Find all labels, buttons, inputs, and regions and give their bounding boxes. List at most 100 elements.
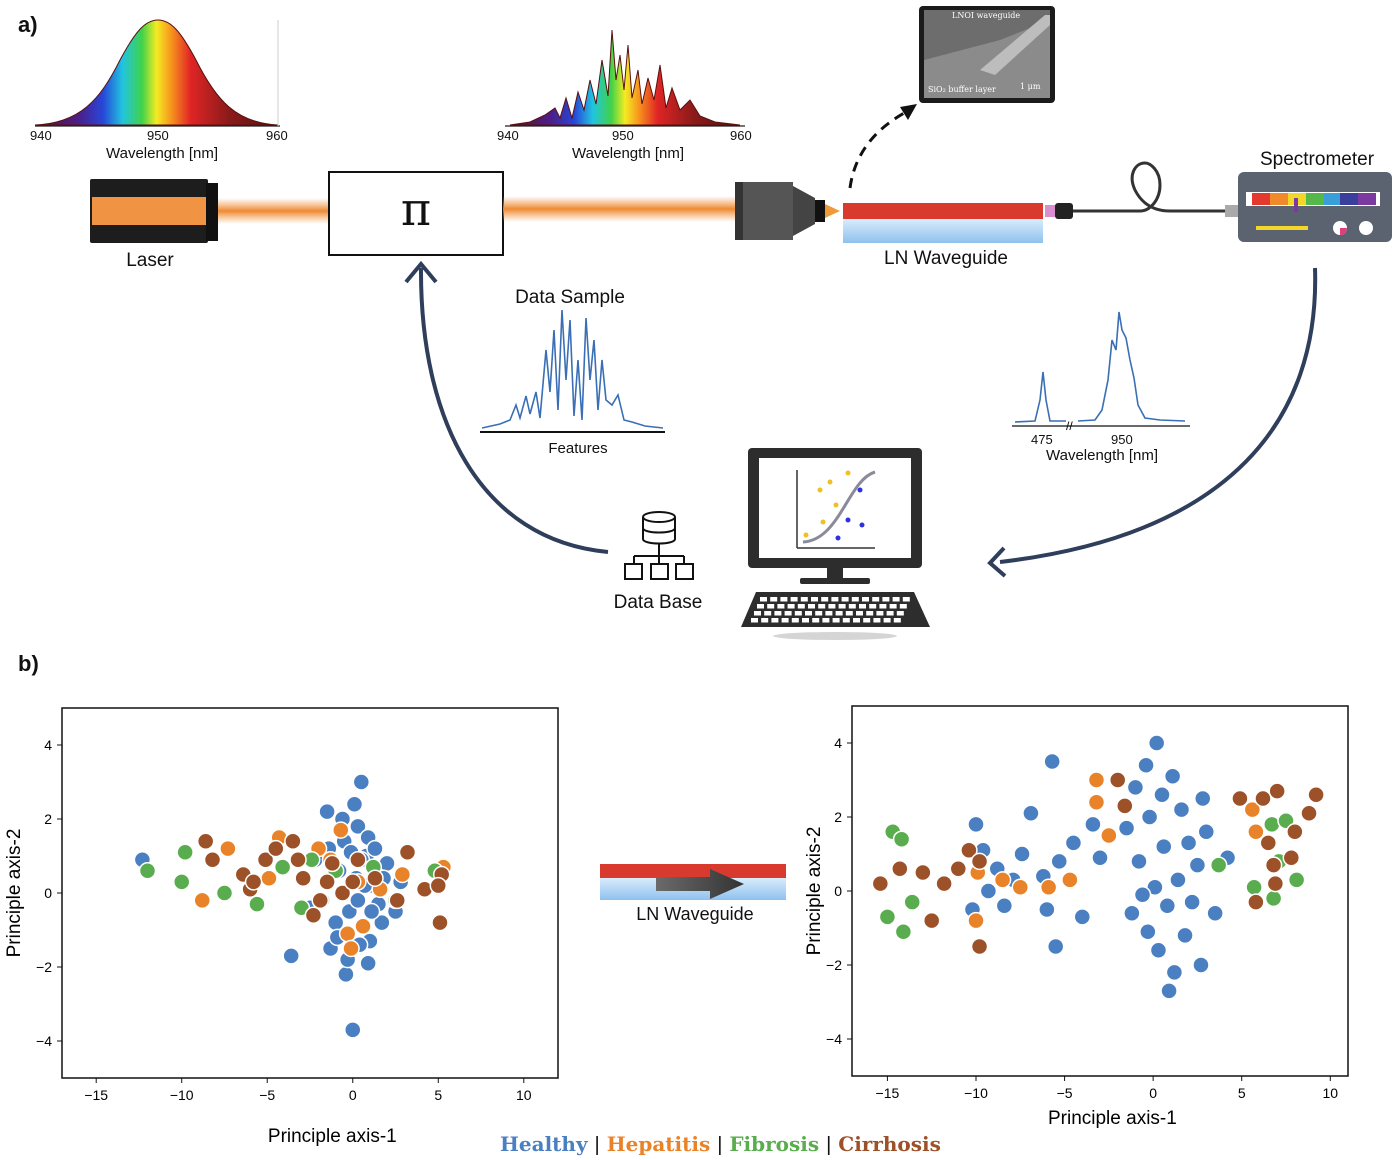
keyboard-key (781, 618, 789, 623)
keyboard-key (815, 611, 823, 616)
keyboard-key (841, 597, 849, 602)
point-healthy (1064, 834, 1083, 852)
point-cirrhosis (429, 876, 448, 895)
y-tick-label: −2 (826, 957, 842, 973)
keyboard-keys (751, 597, 910, 623)
keyboard-key (892, 597, 900, 602)
point-healthy (1147, 734, 1166, 752)
keyboard-key (767, 604, 775, 609)
point-healthy (1043, 752, 1061, 771)
point-fibrosis (892, 830, 911, 848)
shaped-xlabel: Wavelength [nm] (572, 145, 684, 162)
point-cirrhosis (970, 852, 989, 871)
point-fibrosis (172, 873, 191, 891)
arrow-database-to-pi (418, 267, 609, 554)
point-healthy (1183, 893, 1201, 911)
point-healthy (318, 802, 336, 821)
y-tick-label: 2 (834, 809, 842, 825)
input-xlabel: Wavelength [nm] (106, 145, 218, 162)
point-hepatitis (260, 869, 278, 887)
input-xtick-2: 960 (266, 128, 288, 143)
point-cirrhosis (431, 913, 449, 932)
output-spectrum-curve: // (1012, 311, 1190, 433)
shaped-xtick-0: 940 (497, 128, 519, 143)
points-group (133, 773, 453, 1039)
point-hepatitis (219, 839, 237, 858)
point-cirrhosis (289, 850, 307, 869)
point-healthy (1153, 786, 1171, 804)
point-healthy (1188, 856, 1207, 874)
point-healthy (1163, 767, 1182, 786)
output-xlabel: Wavelength [nm] (1046, 447, 1158, 464)
database-icon (624, 511, 694, 580)
svg-text://: // (1066, 419, 1073, 433)
keyboard-key (851, 597, 859, 602)
point-cirrhosis (304, 906, 323, 924)
point-healthy (1169, 871, 1187, 889)
point-fibrosis (176, 843, 194, 862)
point-fibrosis (1287, 871, 1306, 889)
point-cirrhosis (1108, 771, 1127, 789)
point-healthy (1160, 982, 1178, 1000)
point-fibrosis (1263, 815, 1281, 834)
shaped-xtick-1: 950 (612, 128, 634, 143)
point-cirrhosis (196, 832, 215, 850)
pi-symbol: π (400, 182, 432, 236)
laser-beam-1 (218, 198, 330, 224)
point-healthy (282, 947, 300, 965)
keyboard-key (831, 597, 839, 602)
point-cirrhosis (344, 873, 362, 891)
point-hepatitis (338, 924, 357, 943)
keyboard-key (818, 604, 826, 609)
point-fibrosis (1245, 878, 1263, 897)
keyboard-key (872, 597, 880, 602)
panel-b-label: b) (18, 651, 39, 676)
laser-device (90, 179, 218, 243)
point-healthy (1046, 937, 1065, 956)
ln-waveguide-chip (843, 203, 1043, 243)
middle-waveguide (600, 864, 786, 900)
point-cirrhosis (1268, 782, 1286, 800)
arrow-spectrometer-to-computer (999, 267, 1318, 564)
point-hepatitis (1061, 871, 1079, 889)
keyboard-key (842, 618, 850, 623)
point-healthy (345, 795, 364, 813)
point-cirrhosis (970, 937, 989, 956)
shaped-xtick-2: 960 (730, 128, 752, 143)
plot-frame (61, 707, 559, 1079)
point-cirrhosis (388, 891, 406, 910)
point-cirrhosis (1282, 848, 1301, 867)
keyboard-key (845, 611, 853, 616)
point-cirrhosis (1231, 789, 1249, 808)
middle-waveguide-label: LN Waveguide (636, 904, 754, 924)
point-cirrhosis (323, 854, 341, 873)
y-tick-label: −4 (826, 1031, 842, 1047)
keyboard-key (774, 611, 782, 616)
y-tick-label: −4 (36, 1033, 52, 1049)
keyboard-key (811, 597, 818, 602)
point-healthy (1130, 852, 1148, 871)
point-healthy (1206, 904, 1224, 922)
keyboard-key (764, 611, 772, 616)
point-healthy (1155, 837, 1173, 856)
point-fibrosis (215, 884, 234, 902)
pi-box (328, 171, 504, 256)
features-label: Features (548, 440, 608, 457)
keyboard-key (825, 611, 833, 616)
keyboard-key (866, 611, 874, 616)
point-healthy (1038, 900, 1056, 919)
keyboard-key (812, 618, 820, 623)
points-group (871, 734, 1325, 1000)
keyboard-key (802, 618, 809, 623)
keyboard-key (873, 618, 881, 623)
y-tick-label: −2 (36, 959, 52, 975)
legend: Healthy | Hepatitis | Fibrosis | Cirrhos… (500, 1132, 941, 1157)
point-healthy (1022, 804, 1040, 823)
keyboard-key (899, 604, 907, 609)
keyboard-key (757, 604, 764, 609)
point-cirrhosis (398, 843, 417, 862)
point-fibrosis (903, 893, 921, 911)
point-healthy (1137, 756, 1155, 774)
point-hepatitis (993, 871, 1012, 889)
sem-buffer-label: SiO₂ buffer layer (928, 85, 996, 94)
